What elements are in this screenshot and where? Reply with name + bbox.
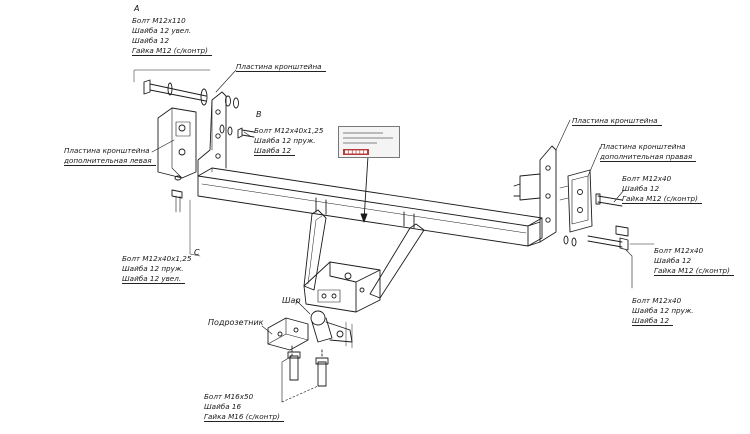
plate-arrow: [360, 155, 369, 223]
group-c-line-1: Болт М12х40х1,25: [122, 254, 192, 263]
plastina-top-label: Пластина кронштейна: [236, 62, 326, 72]
group-right-1-line-3: Гайка М12 (с/контр): [622, 194, 702, 204]
leader-lines: [151, 69, 655, 403]
bottom-bolts: [287, 345, 329, 387]
group-right-3-line-3: Шайба 12: [632, 316, 674, 326]
bolt-group-b: [219, 124, 255, 139]
group-right-3-line-1: Болт М12х40: [632, 296, 682, 305]
group-b-letter: B: [256, 110, 262, 119]
group-a-line-2: Шайба 12 увел.: [132, 26, 192, 35]
group-right-3-line-2: Шайба 12 пруж.: [632, 306, 694, 315]
right-side-bracket: [513, 145, 557, 247]
main-cross-beam: [197, 167, 543, 247]
group-b-line-3: Шайба 12: [254, 146, 296, 156]
group-c-letter: C: [194, 248, 200, 257]
socket-plate: [267, 317, 309, 351]
plastina-right-add-line-2: дополнительная правая: [600, 152, 697, 162]
group-a-letter: A: [134, 4, 140, 13]
shar-label: Шар: [282, 296, 301, 305]
bolt-group-c: [171, 175, 201, 257]
right-bolts: [563, 193, 629, 251]
group-a-line-1: Болт М12х110: [132, 16, 186, 25]
plastina-left-line-1: Пластина кронштейна: [64, 146, 150, 155]
plastina-right-add-line-1: Пластина кронштейна: [600, 142, 686, 151]
group-c-line-3: Шайба 12 увел.: [122, 274, 186, 284]
plate-badge: ■■■■■■: [343, 149, 369, 155]
group-bottom-line-1: Болт М16х50: [204, 392, 254, 401]
right-additional-plate: [559, 169, 593, 233]
group-b-line-2: Шайба 12 пруж.: [254, 136, 316, 145]
tow-ball-assembly: [310, 310, 353, 349]
group-bottom-line-3: Гайка М16 (с/контр): [204, 412, 284, 422]
group-right-1-line-2: Шайба 12: [622, 184, 660, 193]
left-side-bracket: [197, 91, 227, 177]
group-a-line-4: Гайка М12 (с/контр): [132, 46, 212, 56]
group-right-2-line-3: Гайка М12 (с/контр): [654, 266, 734, 276]
plastina-right-label: Пластина кронштейна: [572, 116, 662, 126]
group-a-line-3: Шайба 12: [132, 36, 170, 45]
left-additional-plate: [157, 107, 197, 179]
identification-plate: ■■■■■■: [338, 126, 400, 158]
group-right-1-line-1: Болт М12х40: [622, 174, 672, 183]
bolt-group-a: [133, 69, 239, 109]
group-right-2-line-2: Шайба 12: [654, 256, 692, 265]
group-b-line-1: Болт М12х40х1,25: [254, 126, 324, 135]
podrozetnik-label: Подрозетник: [208, 318, 264, 327]
group-c-line-2: Шайба 12 пруж.: [122, 264, 184, 273]
plastina-left-line-2: дополнительная левая: [64, 156, 156, 166]
hitch-receiver: [303, 261, 381, 313]
group-bottom-line-2: Шайба 16: [204, 402, 242, 411]
group-right-2-line-1: Болт М12х40: [654, 246, 704, 255]
drop-struts: [303, 197, 425, 299]
